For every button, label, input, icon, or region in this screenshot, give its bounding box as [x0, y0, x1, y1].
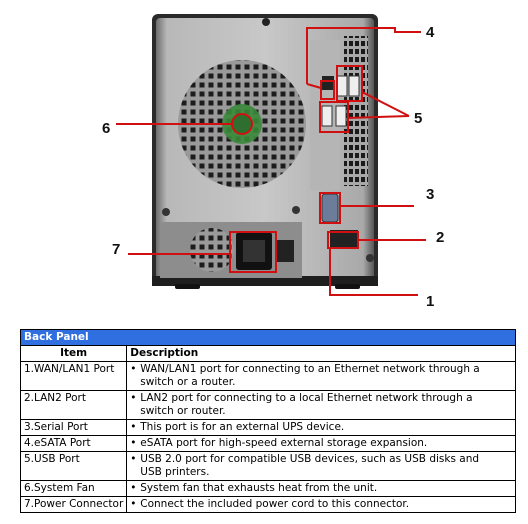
table-row: 6.System Fan System fan that exhausts he… [19, 480, 516, 497]
row-item: 7.Power Connector [19, 496, 128, 513]
row-item: 3.Serial Port [19, 419, 128, 436]
callout-1: 1 [426, 293, 434, 310]
callout-6: 6 [102, 120, 110, 137]
row-description: WAN/LAN1 port for connecting to an Ether… [126, 361, 516, 391]
table-row: 4.eSATA Port eSATA port for high-speed e… [19, 435, 516, 452]
row-item: 2.LAN2 Port [19, 390, 128, 420]
row-description: eSATA port for high-speed external stora… [126, 435, 516, 452]
callout-7: 7 [112, 241, 120, 258]
row-item: 1.WAN/LAN1 Port [19, 361, 128, 391]
table-row: 7.Power Connector Connect the included p… [19, 496, 516, 513]
back-panel-photo: 4 5 6 3 2 7 1 [102, 14, 444, 310]
row-description: LAN2 port for connecting to a local Ethe… [126, 390, 516, 420]
row-description: USB 2.0 port for compatible USB devices,… [126, 451, 516, 481]
row-description: System fan that exhausts heat from the u… [126, 480, 516, 497]
table-row: 5.USB Port USB 2.0 port for compatible U… [19, 451, 516, 481]
row-description: Connect the included power cord to this … [126, 496, 516, 513]
row-item: 4.eSATA Port [19, 435, 128, 452]
row-item: 5.USB Port [19, 451, 128, 481]
callout-3: 3 [426, 186, 434, 203]
callout-4: 4 [426, 24, 435, 41]
fan-grille [178, 60, 306, 188]
port-cluster [321, 75, 360, 248]
callout-2: 2 [436, 229, 444, 246]
table-row: 2.LAN2 Port LAN2 port for connecting to … [19, 390, 516, 420]
table-row: 1.WAN/LAN1 Port WAN/LAN1 port for connec… [19, 361, 516, 391]
header-item: Item [19, 345, 128, 362]
callout-lines [116, 27, 426, 296]
row-item: 6.System Fan [19, 480, 128, 497]
table-title: Back Panel [20, 329, 516, 346]
back-panel-table: Back Panel Item Description 1.WAN/LAN1 P… [19, 329, 516, 513]
row-description: This port is for an external UPS device. [126, 419, 516, 436]
table-title-row: Back Panel [20, 329, 516, 346]
header-description: Description [126, 345, 516, 362]
callout-5: 5 [414, 110, 422, 127]
table-row: 3.Serial Port This port is for an extern… [19, 419, 516, 436]
table-header-row: Item Description [19, 345, 516, 362]
